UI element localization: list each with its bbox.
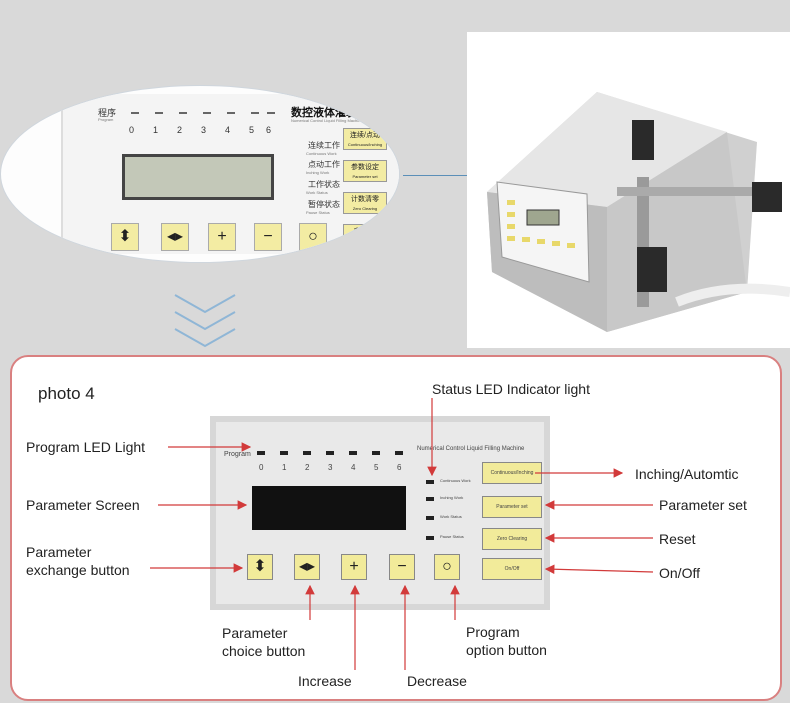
zoomed-control-panel: 程序 Program 0 1 2 3 4 5 6 数控液体灌装 Numerica…	[0, 85, 400, 263]
zero-clearing-button: Zero Clearing	[482, 528, 542, 550]
label-reset: Reset	[659, 531, 696, 547]
parameter-screen	[252, 486, 406, 530]
board-num-4: 4	[351, 463, 356, 472]
zoom-btn-start: 启动/停	[343, 224, 387, 246]
zoom-lcd-screen	[122, 154, 274, 200]
label-parameter-exchange: Parameter exchange button	[26, 544, 130, 578]
zoom-status-0: 连续工作	[308, 141, 340, 150]
label-on-off: On/Off	[659, 565, 700, 581]
zoom-plus-icon: +	[208, 223, 236, 251]
zoom-minus-icon: −	[254, 223, 282, 251]
board-num-2: 2	[305, 463, 310, 472]
zoom-title: 数控液体灌装	[291, 107, 357, 119]
filling-machine-image	[487, 92, 790, 332]
zoom-circle-icon: ○	[299, 223, 327, 251]
board-program-label: Program	[224, 451, 251, 458]
label-parameter-set: Parameter set	[659, 497, 747, 513]
board-num-6: 6	[397, 463, 402, 472]
zoom-status-3-en: Pause Status	[306, 210, 330, 215]
label-increase: Increase	[298, 673, 352, 689]
zoom-title-sub: Numerical Control Liquid Filling Machine	[291, 118, 363, 123]
choice-icon: ◂▸	[294, 554, 320, 580]
zoom-status-0-en: Continuous Work	[306, 151, 337, 156]
board-status-0: Continuous Work	[440, 478, 471, 483]
board-num-5: 5	[374, 463, 379, 472]
label-program-led: Program LED Light	[26, 439, 146, 455]
label-decrease: Decrease	[407, 673, 467, 689]
zoom-status-3: 暂停状态	[308, 200, 340, 209]
zoom-status-2: 工作状态	[308, 180, 340, 189]
zoom-choice-icon: ◂▸	[161, 223, 189, 251]
board-num-3: 3	[328, 463, 333, 472]
zoom-num-3: 3	[201, 125, 207, 135]
board-num-0: 0	[259, 463, 264, 472]
label-status-led: Status LED Indicator light	[432, 381, 590, 397]
label-parameter-choice: Parameter choice button	[222, 625, 306, 659]
zoom-num-2: 2	[177, 125, 183, 135]
diagram-title: photo 4	[38, 384, 95, 403]
zoom-program-label: 程序	[98, 108, 117, 118]
label-inching: Inching/Automtic	[635, 466, 739, 482]
zoom-num-5: 5	[249, 125, 255, 135]
board-title: Numerical Control Liquid Filling Machine	[417, 446, 525, 452]
zoom-num-4: 4	[225, 125, 231, 135]
zoom-num-6: 6	[266, 125, 272, 135]
zoom-program-sub: Program	[98, 117, 114, 122]
plus-icon: +	[341, 554, 367, 580]
zoom-status-1: 点动工作	[308, 160, 340, 169]
circle-icon: ○	[434, 554, 460, 580]
zoom-status-1-en: Inching Work	[306, 170, 330, 175]
board-status-2: Work Status	[440, 514, 462, 519]
zoom-num-0: 0	[129, 125, 135, 135]
board-status-3: Pause Status	[440, 534, 464, 539]
zoom-num-1: 1	[153, 125, 159, 135]
zoom-exchange-icon: ⬍	[111, 223, 139, 251]
exchange-icon: ⬍	[247, 554, 273, 580]
connector-line	[403, 175, 467, 176]
zoom-status-2-en: Work Status	[306, 190, 328, 195]
parameter-set-button: Parameter set	[482, 496, 542, 518]
board-status-1: Inching Work	[440, 495, 464, 500]
label-parameter-screen: Parameter Screen	[26, 497, 140, 513]
continuous-inching-button: Continuous/Inching	[482, 462, 542, 484]
machine-photo	[467, 32, 790, 348]
chevron-down-icon	[174, 294, 236, 348]
minus-icon: −	[389, 554, 415, 580]
on-off-button: On/Off	[482, 558, 542, 580]
label-program-option: Program option button	[466, 624, 547, 658]
board-num-1: 1	[282, 463, 287, 472]
